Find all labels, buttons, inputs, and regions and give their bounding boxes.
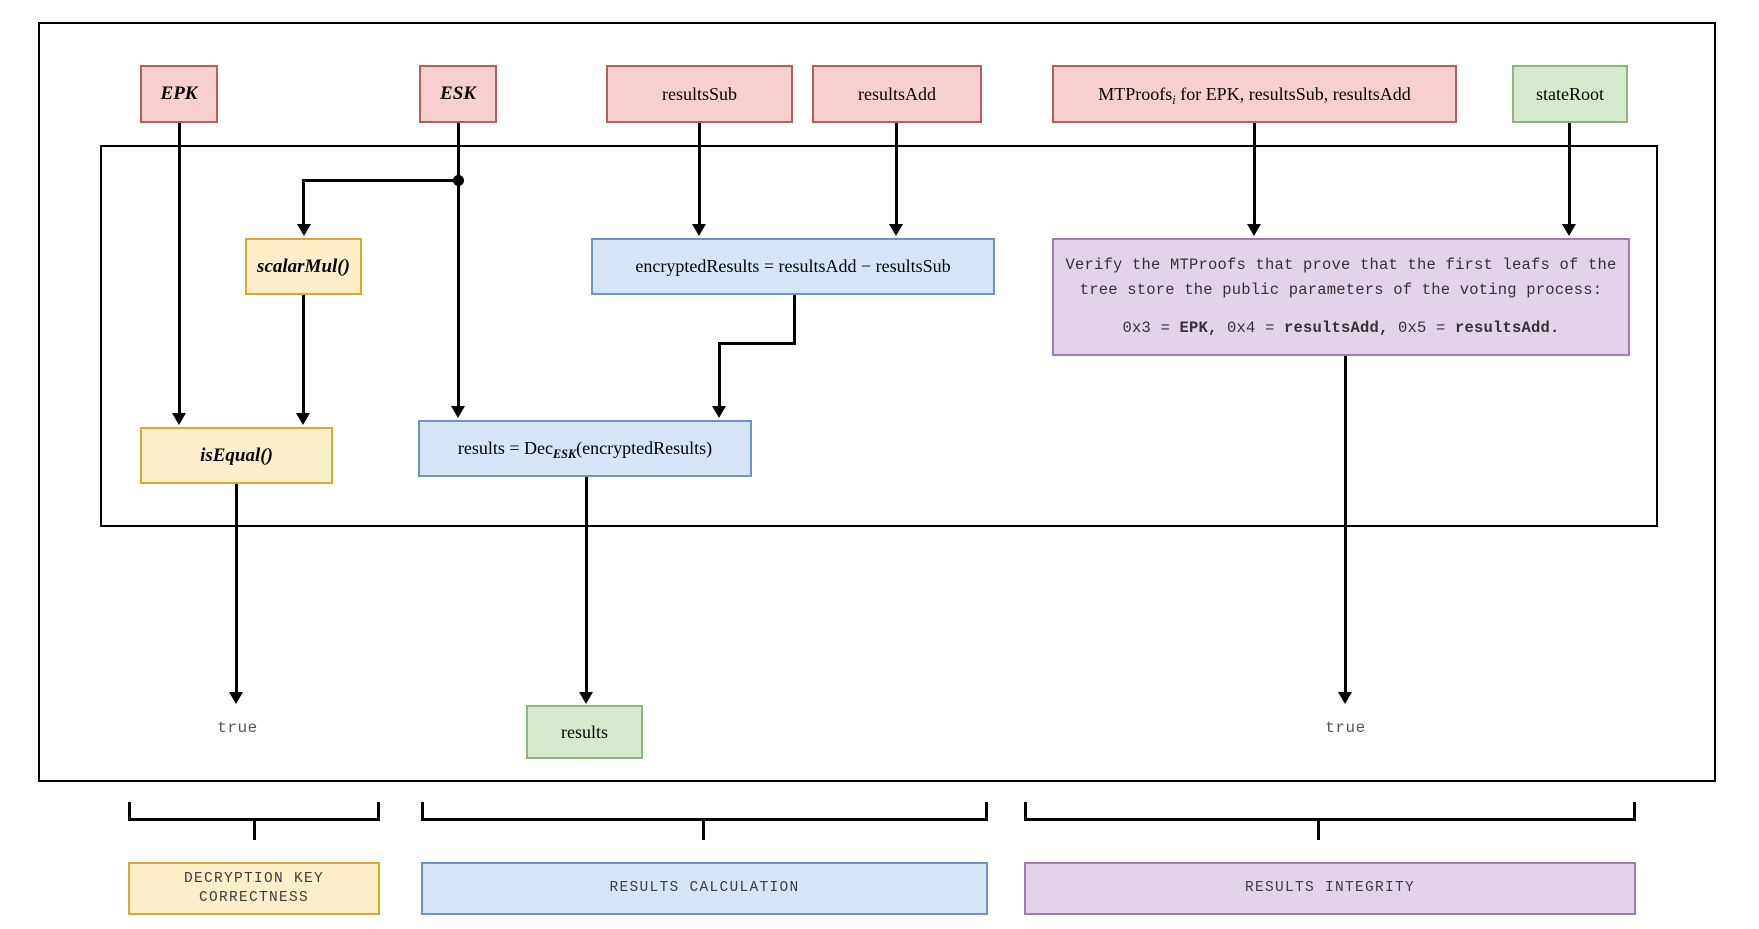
verify-val-results-add-1: resultsAdd, — [1283, 318, 1389, 337]
arrowhead-scalarmul-isequal — [296, 413, 310, 425]
wire-epk-to-isequal — [178, 123, 181, 415]
brace-3-stem — [1317, 818, 1320, 840]
input-box-results-sub[interactable]: resultsSub — [606, 65, 793, 123]
brace-1-right-tick — [377, 802, 380, 821]
op-box-verify-mtproofs[interactable]: Verify the MTProofs that prove that the … — [1052, 238, 1630, 356]
arrowhead-resultssub-encrypted — [692, 224, 706, 236]
legend-results-calculation[interactable]: RESULTS CALCULATION — [421, 862, 988, 915]
brace-2-right-tick — [985, 802, 988, 821]
input-box-epk[interactable]: EPK — [140, 65, 218, 123]
brace-1-stem — [253, 818, 256, 840]
wire-stateroot-to-verify — [1568, 123, 1571, 226]
verify-key-0x3: 0x3 = — [1122, 318, 1180, 337]
output-label-true-right: true — [1325, 719, 1366, 737]
wire-verify-to-true — [1344, 356, 1347, 696]
decrypt-subscript: ESK — [553, 447, 577, 462]
arrowhead-decrypt-results — [579, 692, 593, 704]
arrowhead-isequal-true — [229, 692, 243, 704]
arrowhead-verify-true — [1338, 692, 1352, 704]
brace-3-horizontal — [1024, 818, 1636, 821]
wire-resultssub-to-encrypted — [698, 123, 701, 226]
mtproofs-subscript: i — [1172, 92, 1176, 107]
output-label-true-left: true — [217, 719, 258, 737]
op-box-decrypt-results[interactable]: results = DecESK(encryptedResults) — [418, 420, 752, 477]
brace-3-right-tick — [1633, 802, 1636, 821]
wire-encrypted-left — [718, 342, 796, 345]
wire-junction-esk — [453, 175, 464, 186]
verify-val-epk: EPK, — [1179, 318, 1218, 337]
arrowhead-stateroot-verify — [1562, 224, 1576, 236]
brace-3-left-tick — [1024, 802, 1027, 821]
verify-key-0x4: 0x4 = — [1217, 318, 1284, 337]
wire-scalarmul-to-isequal — [302, 295, 305, 415]
mtproofs-label: MTProofsi for EPK, resultsSub, resultsAd… — [1098, 83, 1411, 107]
input-box-esk[interactable]: ESK — [419, 65, 497, 123]
inner-circuit-frame — [100, 145, 1658, 527]
legend-decryption-key-correctness[interactable]: DECRYPTION KEY CORRECTNESS — [128, 862, 380, 915]
brace-2-stem — [702, 818, 705, 840]
verify-line-1: Verify the MTProofs that prove that the … — [1065, 256, 1617, 275]
verify-val-results-add-2: resultsAdd. — [1455, 318, 1560, 337]
mtproofs-text: MTProofs — [1098, 83, 1173, 104]
verify-line-3: 0x3 = EPK, 0x4 = resultsAdd, 0x5 = resul… — [1054, 316, 1628, 341]
outer-circuit-frame — [38, 22, 1716, 782]
mtproofs-suffix: for EPK, resultsSub, resultsAdd — [1175, 83, 1411, 104]
wire-esk-branch-vertical — [302, 179, 305, 227]
wire-encrypted-down-2 — [718, 342, 721, 408]
brace-2-left-tick — [421, 802, 424, 821]
arrowhead-esk-scalarmul — [297, 224, 311, 236]
wire-esk-main — [457, 123, 460, 408]
wire-esk-branch-horizontal — [302, 179, 458, 182]
wire-resultsadd-to-encrypted — [895, 123, 898, 226]
wire-encrypted-down — [793, 295, 796, 345]
arrowhead-resultsadd-encrypted — [889, 224, 903, 236]
op-box-is-equal[interactable]: isEqual() — [140, 427, 333, 484]
decrypt-label: results = DecESK(encryptedResults) — [457, 437, 713, 462]
legend-results-integrity[interactable]: RESULTS INTEGRITY — [1024, 862, 1636, 915]
wire-isequal-to-true — [235, 484, 238, 696]
verify-line-2: tree store the public parameters of the … — [1079, 281, 1603, 300]
output-box-results[interactable]: results — [526, 705, 643, 759]
arrowhead-mtproofs-verify — [1247, 224, 1261, 236]
arrowhead-epk-isequal — [172, 413, 186, 425]
arrowhead-encrypted-decrypt — [712, 406, 726, 418]
verify-key-0x5: 0x5 = — [1388, 318, 1456, 337]
decrypt-prefix: results = Dec — [457, 438, 554, 459]
op-box-scalar-mul[interactable]: scalarMul() — [245, 238, 362, 295]
input-box-results-add[interactable]: resultsAdd — [812, 65, 982, 123]
decrypt-suffix: (encryptedResults) — [576, 438, 713, 459]
wire-decrypt-to-results — [585, 477, 588, 696]
wire-mtproofs-to-verify — [1253, 123, 1256, 226]
input-box-state-root[interactable]: stateRoot — [1512, 65, 1628, 123]
input-box-mtproofs[interactable]: MTProofsi for EPK, resultsSub, resultsAd… — [1052, 65, 1457, 123]
arrowhead-esk-decrypt — [451, 406, 465, 418]
op-box-encrypted-results[interactable]: encryptedResults = resultsAdd − resultsS… — [591, 238, 995, 295]
brace-1-left-tick — [128, 802, 131, 821]
